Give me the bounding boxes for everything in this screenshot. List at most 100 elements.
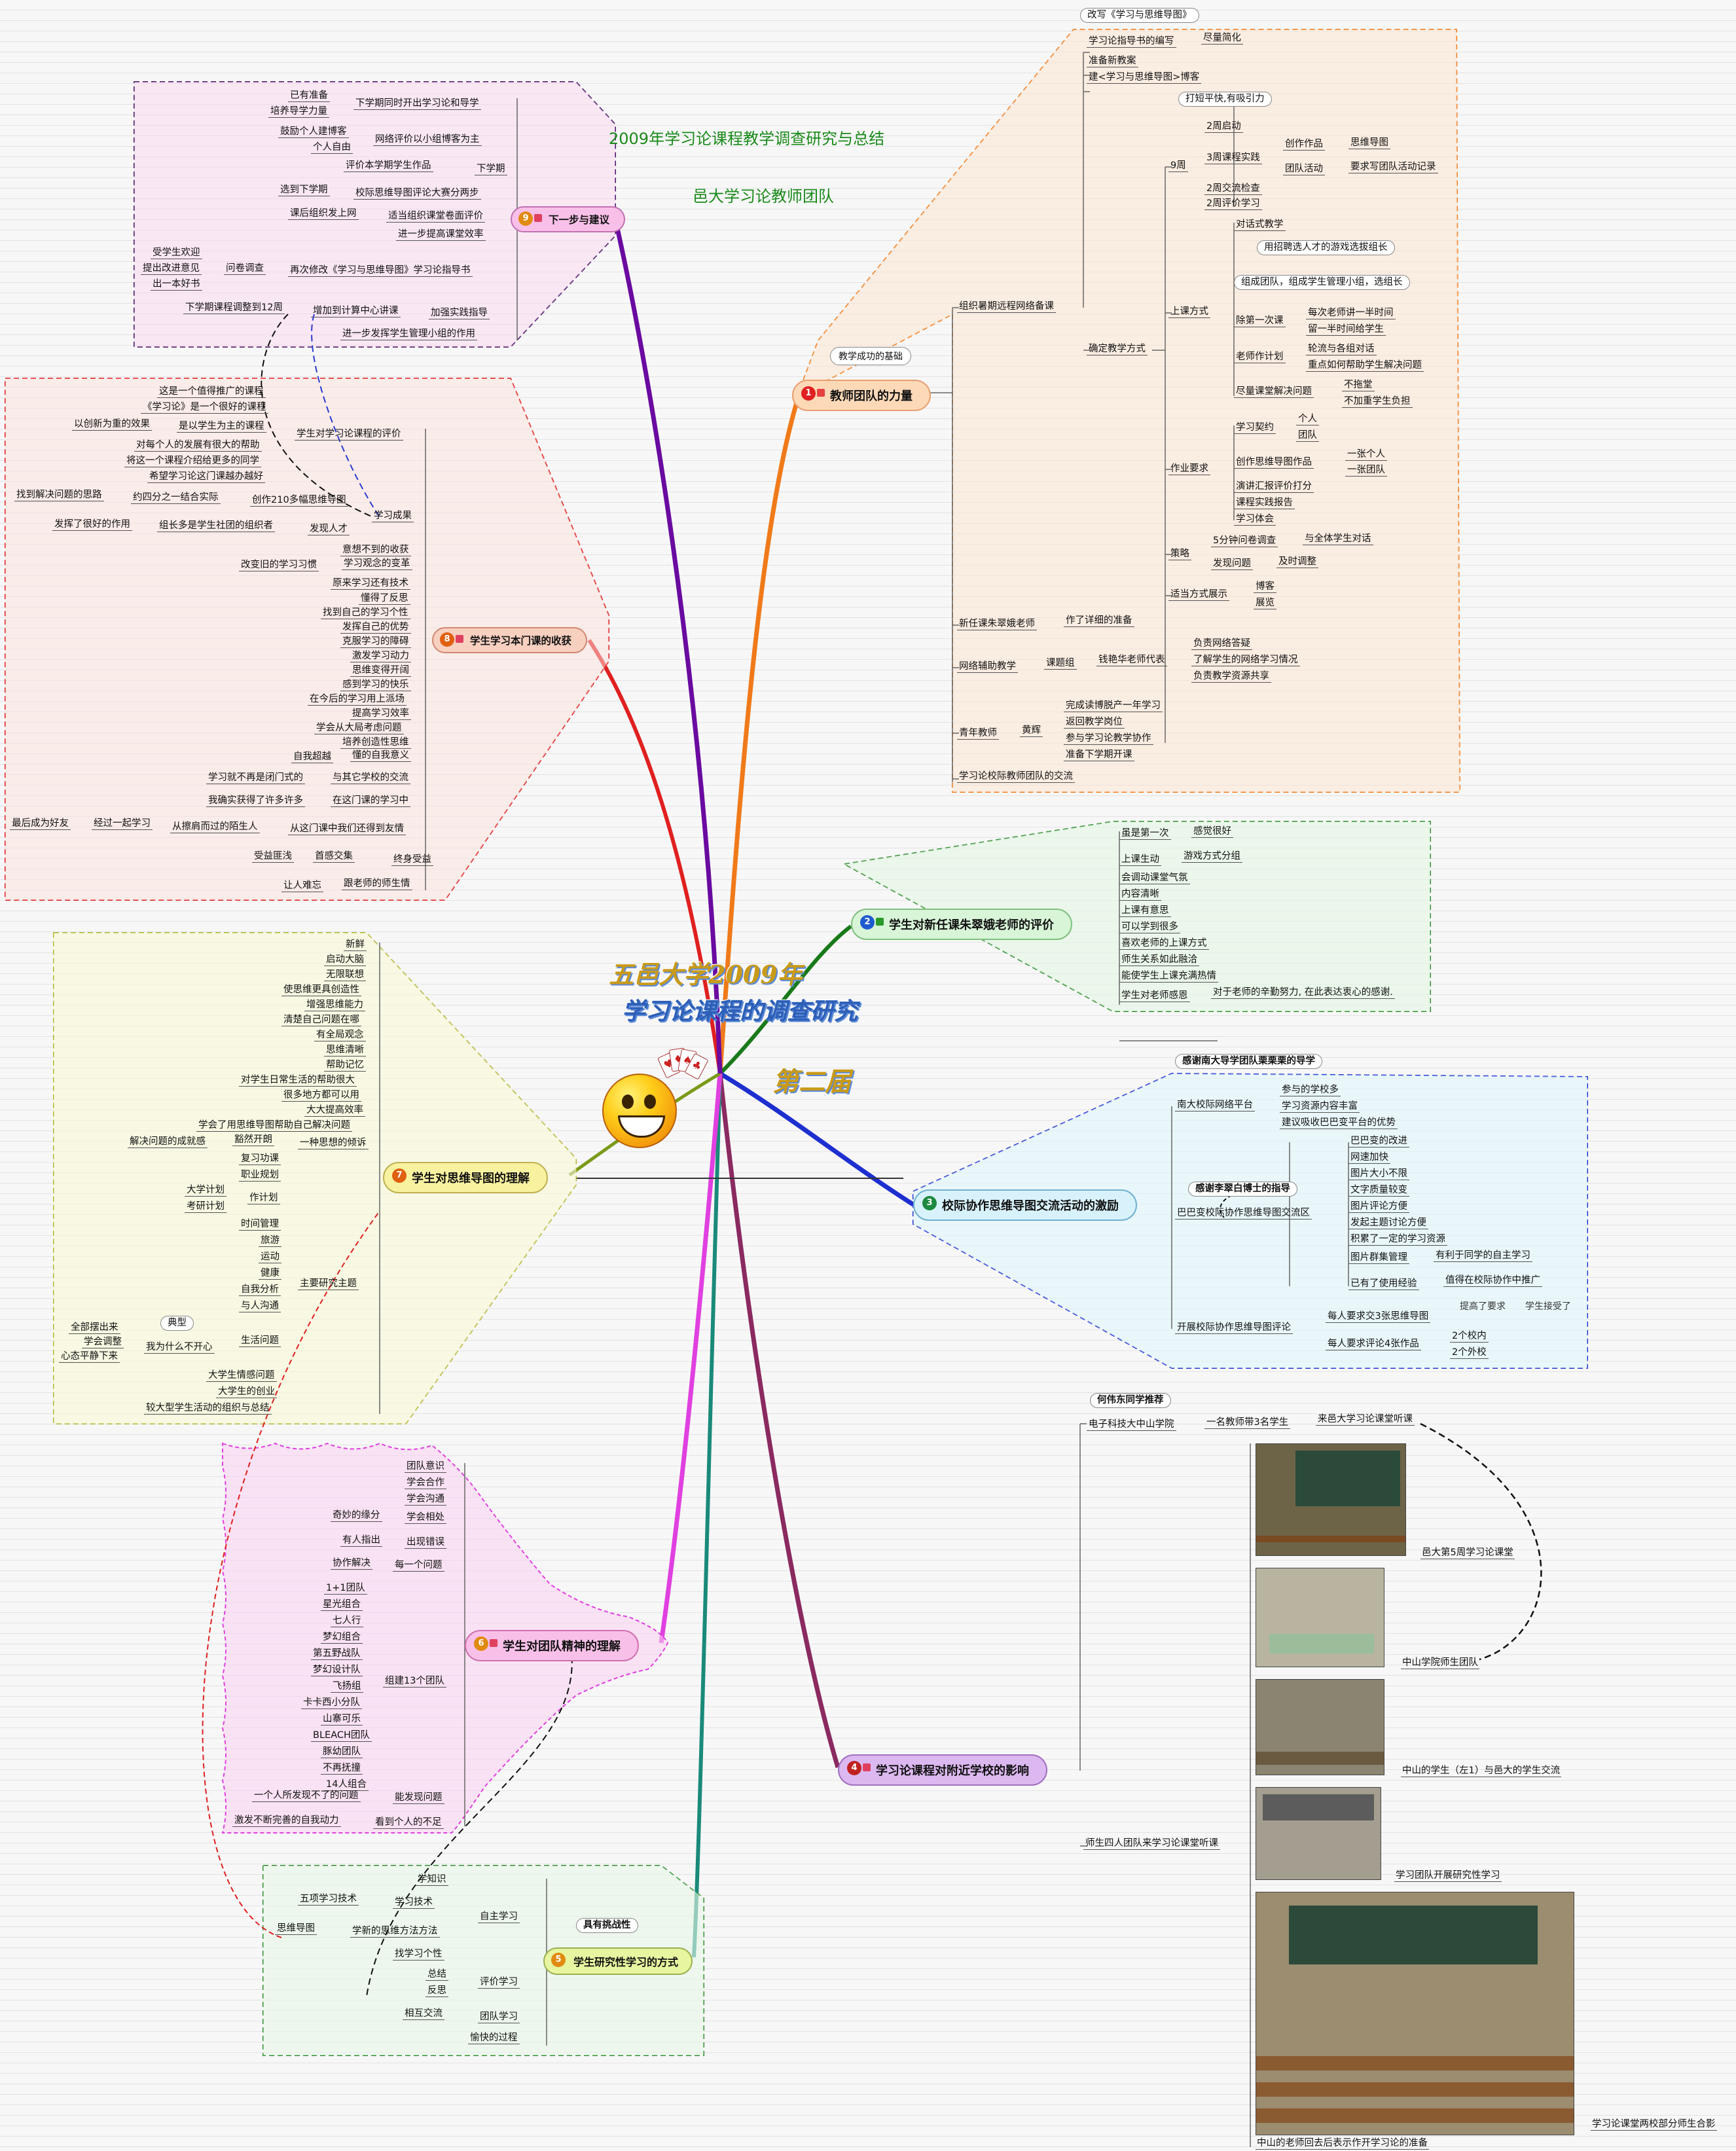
node[interactable]: 出一本好书 [151, 279, 202, 291]
node[interactable]: 七人行 [331, 1616, 363, 1627]
node[interactable]: 山寨可乐 [321, 1714, 363, 1726]
node[interactable]: 对学生日常生活的帮助很大 [239, 1075, 357, 1087]
topic-teacher-evaluation[interactable]: 2 学生对新任课朱翠娥老师的评价 [851, 909, 1072, 940]
node[interactable]: 轮流与各组对话 [1306, 344, 1377, 355]
node[interactable]: 让人难忘 [281, 880, 323, 892]
node[interactable]: 时间管理 [239, 1219, 281, 1231]
node[interactable]: 考研计划 [185, 1201, 226, 1213]
node[interactable]: 首感交集 [313, 851, 355, 863]
topic-mindmap-understanding[interactable]: 7 学生对思维导图的理解 [383, 1162, 548, 1193]
node[interactable]: 个人自由 [311, 142, 353, 154]
node[interactable]: 主要研究主题 [298, 1278, 359, 1290]
node[interactable]: 不加重学生负担 [1342, 396, 1413, 408]
node[interactable]: 学会相处 [405, 1512, 446, 1524]
node[interactable]: 虽是第一次 [1119, 828, 1171, 840]
node[interactable]: 受学生欢迎 [151, 247, 202, 259]
node[interactable]: 下学期 [475, 164, 507, 175]
topic-teacher-team[interactable]: 1 教师团队的力量 [792, 380, 931, 411]
node[interactable]: 与其它学校的交流 [331, 772, 410, 784]
node[interactable]: 2周交流检查 [1204, 183, 1262, 195]
node[interactable]: 清楚自己问题在哪 [281, 1015, 361, 1026]
node[interactable]: 钱艳华老师代表 [1096, 655, 1167, 666]
node[interactable]: 问卷调查 [224, 263, 266, 275]
node[interactable]: 团队活动 [1283, 164, 1325, 175]
node[interactable]: 对于老师的辛勤努力, 在此表达衷心的感谢. [1211, 987, 1395, 999]
node[interactable]: 电子科技大中山学院 [1087, 1419, 1176, 1431]
node[interactable]: 旅游 [259, 1235, 281, 1247]
node[interactable]: 在今后的学习用上派场 [308, 694, 407, 706]
node[interactable]: 增强思维能力 [304, 1000, 365, 1011]
node[interactable]: 积累了一定的学习资源 [1348, 1234, 1447, 1246]
node[interactable]: 学习论指导书的编写 [1087, 36, 1176, 48]
node[interactable]: 豁然开朗 [232, 1134, 274, 1146]
node[interactable]: 2周启动 [1204, 121, 1243, 133]
node[interactable]: 网络辅助教学 [957, 661, 1018, 673]
node[interactable]: 2周评价学习 [1204, 198, 1262, 210]
topic-exchange[interactable]: 3 校际协作思维导图交流活动的激励 [913, 1189, 1137, 1221]
node[interactable]: 思维导图 [1348, 137, 1390, 149]
node[interactable]: 9周 [1168, 160, 1188, 172]
node[interactable]: 展览 [1254, 598, 1276, 609]
node[interactable]: 返回教学岗位 [1064, 717, 1125, 729]
node[interactable]: 一个人所发现不了的问题 [252, 1790, 361, 1802]
node[interactable]: 懂的自我意义 [350, 750, 411, 762]
node[interactable]: 上课方式 [1168, 306, 1210, 318]
node[interactable]: 新鲜 [344, 939, 367, 951]
node[interactable]: 自我超越 [291, 751, 333, 763]
node[interactable]: 找到自己的学习个性 [321, 607, 410, 619]
node[interactable]: 一种思想的倾诉 [298, 1138, 369, 1149]
node[interactable]: 终身受益 [391, 854, 433, 866]
node[interactable]: 能使学生上课充满热情 [1119, 971, 1218, 983]
node[interactable]: 5分钟问卷调查 [1211, 535, 1278, 547]
node[interactable]: 改变旧的学习习惯 [239, 560, 319, 571]
node[interactable]: 无限联想 [324, 969, 366, 981]
node[interactable]: 喜欢老师的上课方式 [1119, 938, 1209, 950]
node[interactable]: 将这一个课程介绍给更多的同学 [124, 456, 261, 467]
node[interactable]: 下学期课程调整到12周 [183, 302, 285, 314]
node[interactable]: 以创新为重的效果 [72, 419, 152, 431]
node[interactable]: 最后成为好友 [10, 818, 71, 830]
node[interactable]: 飞扬组 [331, 1681, 363, 1693]
node[interactable]: 开展校际协作思维导图评论 [1175, 1322, 1293, 1334]
node[interactable]: 第五野战队 [311, 1648, 363, 1660]
node[interactable]: 评价本学期学生作品 [344, 160, 433, 172]
node[interactable]: 提高学习效率 [350, 708, 411, 720]
node[interactable]: 值得在校际协作中推广 [1443, 1275, 1542, 1287]
node[interactable]: 负责教学资源共享 [1191, 671, 1271, 683]
node[interactable]: 学生对学习论课程的评价 [295, 429, 403, 441]
node[interactable]: 尽量简化 [1201, 33, 1243, 45]
node[interactable]: 协作解决 [331, 1558, 372, 1570]
node[interactable]: 文字质量较变 [1348, 1185, 1409, 1197]
node[interactable]: 星光组合 [321, 1599, 363, 1611]
node[interactable]: 约四分之一结合实际 [131, 492, 221, 504]
node[interactable]: 典型 [160, 1316, 194, 1331]
topic-influence[interactable]: 4 学习论课程对附近学校的影响 [838, 1754, 1047, 1786]
node[interactable]: 梦幻设计队 [311, 1665, 363, 1676]
node[interactable]: 培养导学力量 [268, 106, 329, 118]
node[interactable]: 老师作计划 [1234, 352, 1286, 363]
node[interactable]: 学会调整 [82, 1337, 124, 1348]
node[interactable]: 加强实践指导 [429, 308, 490, 319]
node[interactable]: 学习技术 [393, 1897, 435, 1909]
node[interactable]: 从擦肩而过的陌生人 [170, 822, 260, 833]
node[interactable]: 再次修改《学习与思维导图》学习论指导书 [288, 265, 473, 277]
node[interactable]: 图片群集管理 [1348, 1252, 1409, 1264]
node[interactable]: 组成团队，组成学生管理小组，选组长 [1234, 275, 1410, 290]
node[interactable]: 巴巴变校际协作思维导图交流区 [1175, 1208, 1312, 1220]
node[interactable]: 团队 [1296, 430, 1319, 442]
node[interactable]: 受益匪浅 [252, 851, 294, 863]
node[interactable]: 尽量课堂解决问题 [1234, 386, 1314, 398]
node[interactable]: 确定教学方式 [1087, 344, 1148, 355]
node[interactable]: 会调动课堂气氛 [1119, 873, 1190, 884]
node[interactable]: 黄辉 [1020, 725, 1043, 737]
node[interactable]: 个人 [1296, 414, 1319, 425]
node[interactable]: 组建13个团队 [383, 1676, 446, 1688]
node[interactable]: 作计划 [247, 1193, 280, 1204]
node[interactable]: 创作作品 [1283, 139, 1325, 151]
node[interactable]: 希望学习论这门课越办越好 [147, 471, 265, 483]
node[interactable]: 及时调整 [1276, 556, 1318, 568]
node[interactable]: 大学生的创业 [216, 1386, 277, 1398]
node[interactable]: 来邑大学习论课堂听课 [1316, 1414, 1415, 1426]
node[interactable]: 上课有意思 [1119, 905, 1171, 917]
topic-harvest[interactable]: 8 学生学习本门课的收获 [432, 627, 588, 653]
